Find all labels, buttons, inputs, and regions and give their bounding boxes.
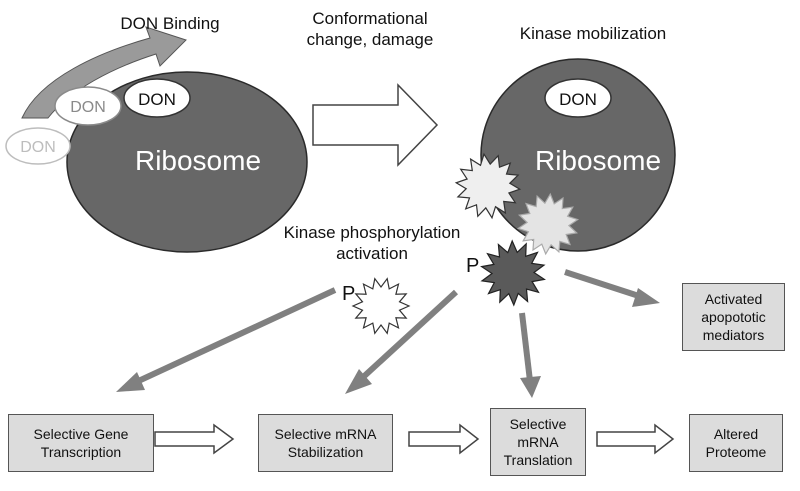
box-trans-line-3: Translation <box>503 452 573 468</box>
arrowhead-gene-transcription <box>116 372 145 392</box>
arrowhead-mrna-translation <box>520 376 541 398</box>
don-incoming-oval <box>54 86 122 126</box>
box-apop-line-2: apopototic <box>701 309 766 325</box>
box-apop-line-1: Activated <box>704 291 763 307</box>
kinase-phos-line-1: Kinase phosphorylation <box>283 223 461 242</box>
conformational-change-title: Conformational change, damage <box>275 8 465 50</box>
phospho-label-1: P <box>342 283 355 305</box>
hollow-arrow-1 <box>154 423 235 455</box>
box-stab-line-2: Stabilization <box>287 444 364 460</box>
don-binding-title: DON Binding <box>120 14 220 33</box>
don-bound-oval-left <box>123 78 191 118</box>
gray-arrows <box>116 269 660 398</box>
box-stab-line-1: Selective mRNA <box>274 426 377 442</box>
box-gene-line-2: Transcription <box>40 444 122 460</box>
box-selective-mrna-translation: Selective mRNA Translation <box>490 408 586 476</box>
conformational-line-2: change, damage <box>306 30 434 49</box>
kinase-starburst-dark-phosphorylated <box>480 239 546 307</box>
kinase-phos-line-2: activation <box>336 244 408 263</box>
box-trans-line-2: mRNA <box>517 434 559 450</box>
kinase-phosphorylation-title: Kinase phosphorylation activation <box>262 222 482 264</box>
don-incoming-1-text: DON <box>20 139 56 156</box>
box-gene-line-1: Selective Gene <box>33 426 129 442</box>
box-activated-apoptotic-mediators: Activated apopototic mediators <box>682 283 785 351</box>
box-selective-mrna-stabilization: Selective mRNA Stabilization <box>258 414 393 472</box>
kinase-starburst-hollow-phosphorylated <box>351 277 411 335</box>
box-apop-line-3: mediators <box>702 327 765 343</box>
conformational-hollow-arrow <box>312 83 439 167</box>
right-ribosome <box>480 58 676 252</box>
kinase-starburst-lighter <box>516 192 580 256</box>
right-ribosome-label: Ribosome <box>535 145 661 176</box>
box-proteome-line-1: Altered <box>713 426 759 442</box>
box-proteome-line-2: Proteome <box>705 444 767 460</box>
kinase-starburst-light <box>454 152 522 220</box>
phospho-label-2: P <box>466 255 479 277</box>
hollow-arrow-3 <box>596 423 675 455</box>
don-bound-left-text: DON <box>138 90 176 109</box>
arrowhead-apoptotic <box>632 288 660 307</box>
arrow-to-gene-transcription <box>130 287 337 387</box>
don-incoming-2-text: DON <box>70 99 106 116</box>
arrowhead-mrna-stabilization <box>345 369 372 394</box>
hollow-arrow-2 <box>408 423 480 455</box>
arrow-to-mrna-translation <box>519 312 533 382</box>
left-ribosome <box>66 71 308 253</box>
box-altered-proteome: Altered Proteome <box>689 414 783 472</box>
conformational-line-1: Conformational <box>312 9 428 28</box>
kinase-mobilization-title: Kinase mobilization <box>519 24 667 43</box>
arrow-to-mrna-stabilization <box>357 289 459 383</box>
don-bound-oval-right <box>544 78 612 118</box>
arrow-to-apoptotic-mediators <box>564 269 643 300</box>
box-trans-line-1: Selective <box>509 416 567 432</box>
don-bound-right-text: DON <box>559 90 597 109</box>
left-ribosome-label: Ribosome <box>135 145 261 176</box>
box-selective-gene-transcription: Selective Gene Transcription <box>8 414 154 472</box>
don-incoming-oval-faded <box>5 127 71 165</box>
